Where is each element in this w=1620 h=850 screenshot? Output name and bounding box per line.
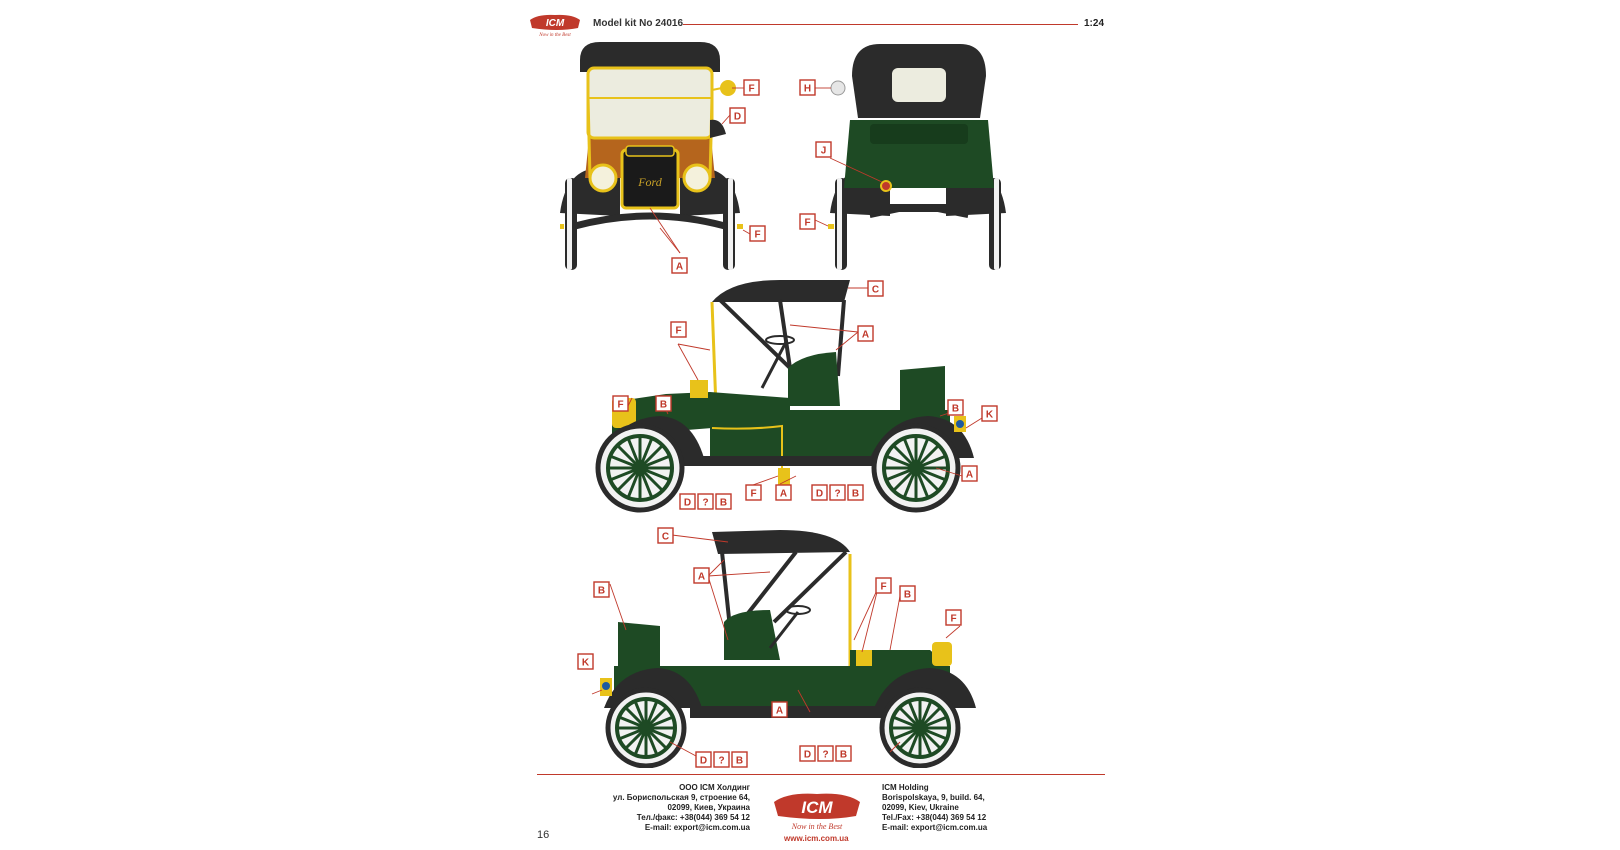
label-left-fw-q: ? — [702, 498, 708, 509]
rear-wheel-right — [605, 687, 687, 768]
label-right-f-front: F — [950, 614, 956, 625]
header-scale: 1:24 — [1084, 18, 1105, 29]
label-left-f-bottom: F — [750, 489, 756, 500]
label-left-a-top: A — [862, 330, 869, 341]
front-wheel-right — [879, 687, 961, 768]
label-front-f-bottom: F — [754, 230, 760, 241]
rear-wheel-left — [871, 423, 961, 513]
footer-url[interactable]: www.icm.com.ua — [784, 834, 849, 843]
page-number: 16 — [537, 829, 550, 841]
header-brand: ICM — [546, 18, 565, 29]
footer-slogan: Now in the Best — [791, 822, 843, 831]
label-left-f-front: F — [617, 400, 623, 411]
label-right-rw-q: ? — [718, 756, 724, 767]
label-left-rw-q: ? — [834, 489, 840, 500]
label-left-c: C — [872, 285, 879, 296]
label-rear-h: H — [804, 84, 811, 95]
label-left-a-bottom: A — [780, 489, 787, 500]
front-wheel-left — [595, 423, 685, 513]
label-front-a: A — [676, 262, 683, 273]
label-right-k: K — [582, 658, 590, 669]
label-right-b-seat: B — [598, 586, 605, 597]
label-right-rw-d: D — [700, 756, 707, 767]
label-right-f-top: F — [880, 582, 886, 593]
label-left-b-hood: B — [660, 400, 667, 411]
label-right-c: C — [662, 532, 669, 543]
rear-view: H J F — [799, 44, 1006, 270]
footer-address-en: ICM Holding Borispolskaya, 9, build. 64,… — [882, 783, 1052, 833]
icm-logo: ICM Now in the Best — [530, 14, 580, 38]
label-right-b-hood: B — [904, 590, 911, 601]
footer-brand: ICM — [801, 798, 833, 817]
front-view: Ford F D F A — [560, 42, 766, 274]
footer-icm-logo: ICM Now in the Best — [774, 793, 860, 831]
footer-ru-line-3: 02099, Киев, Украина — [667, 803, 750, 812]
label-rear-f: F — [804, 218, 810, 229]
footer-en-line-2: Borispolskaya, 9, build. 64, — [882, 793, 985, 802]
footer-ru-line-4: Тел./факс: +38(044) 369 54 12 — [636, 813, 750, 822]
label-right-a-bottom: A — [776, 706, 783, 717]
footer-ru-line-5: E-mail: export@icm.com.ua — [644, 823, 750, 832]
label-rear-j: J — [821, 146, 827, 157]
svg-text:Ford: Ford — [637, 175, 663, 189]
label-left-rw-b: B — [852, 489, 859, 500]
label-front-f-top: F — [748, 84, 754, 95]
label-left-rw-d: D — [816, 489, 823, 500]
footer-rule — [537, 774, 1105, 775]
label-right-a-top: A — [698, 572, 705, 583]
label-left-k: K — [986, 410, 994, 421]
label-right-fw-q: ? — [822, 750, 828, 761]
label-left-fw-b: B — [720, 498, 727, 509]
label-left-fw-d: D — [684, 498, 691, 509]
side-view-right: C A B K F B F A D ? B D ? B — [577, 527, 976, 768]
label-left-a-wheel: A — [966, 470, 973, 481]
label-right-fw-d: D — [804, 750, 811, 761]
label-left-f-top: F — [675, 326, 681, 337]
footer-address-ru: ООО ICM Холдинг ул. Бориспольская 9, стр… — [590, 783, 750, 833]
label-left-b-seat: B — [952, 404, 959, 415]
footer-en-line-3: 02099, Kiev, Ukraine — [882, 803, 959, 812]
footer-en-line-1: ICM Holding — [882, 783, 929, 792]
footer-en-line-5: E-mail: export@icm.com.ua — [882, 823, 988, 832]
footer-en-line-4: Tel./Fax: +38(044) 369 54 12 — [882, 813, 987, 822]
label-right-fw-b: B — [840, 750, 847, 761]
header-rule — [683, 24, 1078, 25]
side-view-left: C A F F B B K A F A D ? B D ? B — [595, 280, 998, 513]
header-title: Model kit No 24016 — [593, 18, 684, 29]
label-front-d: D — [734, 112, 741, 123]
footer-ru-line-2: ул. Бориспольская 9, строение 64, — [612, 793, 750, 802]
car-drawings: Ford F D F A — [560, 42, 1006, 768]
label-right-rw-b: B — [736, 756, 743, 767]
header-slogan: Now in the Best — [538, 33, 571, 38]
footer-ru-line-1: ООО ICM Холдинг — [679, 783, 750, 792]
